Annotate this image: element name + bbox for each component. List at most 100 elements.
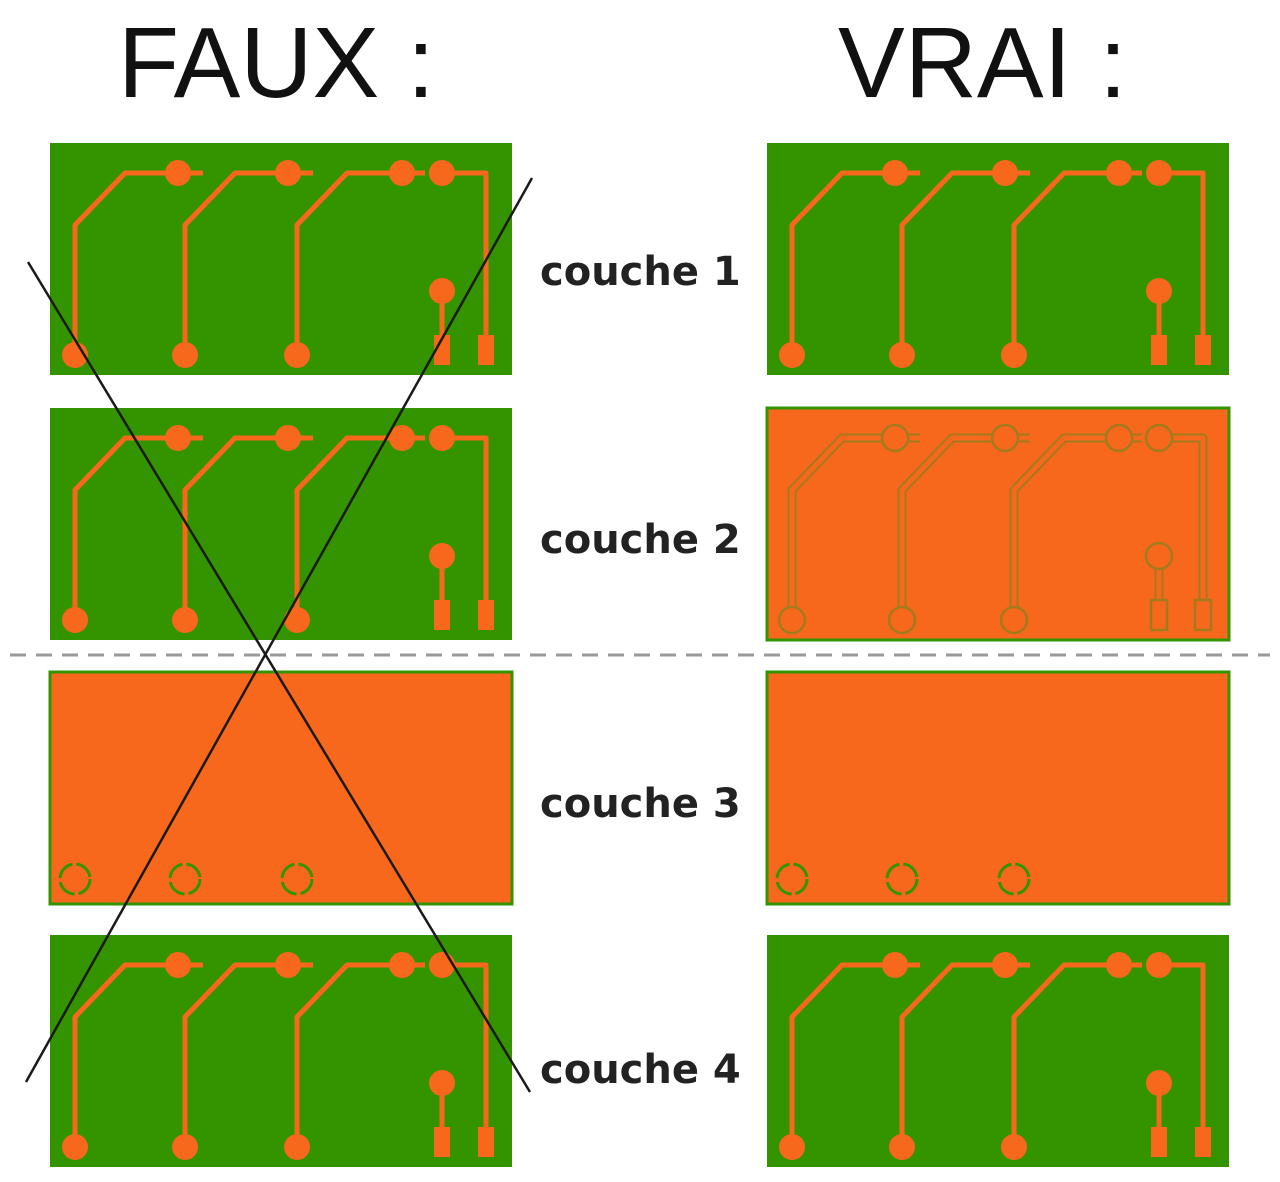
thermal-relief-clearance <box>58 862 92 896</box>
boards-group <box>48 143 1231 1167</box>
copper-trace <box>72 962 203 1145</box>
board-faux-layer-4 <box>50 935 512 1167</box>
copper-pad <box>165 952 191 978</box>
board-vrai-layer-1 <box>767 143 1229 375</box>
layer-label-2: couche 2 <box>540 517 741 563</box>
copper-pad <box>429 543 455 569</box>
copper-trace <box>789 962 920 1145</box>
copper-trace <box>1011 962 1142 1145</box>
copper-pad <box>992 952 1018 978</box>
copper-pad <box>779 1134 805 1160</box>
copper-pad <box>1146 160 1172 186</box>
board-background-copper <box>48 670 514 906</box>
thermal-relief-clearance <box>997 862 1031 896</box>
copper-trace <box>72 435 203 618</box>
trace-outline-fill <box>1011 435 1142 618</box>
copper-pad <box>1106 952 1132 978</box>
copper-pad <box>1146 1070 1172 1096</box>
copper-pad-rect <box>1151 1127 1167 1157</box>
copper-pad <box>1106 160 1132 186</box>
copper-pad <box>389 952 415 978</box>
copper-pad <box>172 1134 198 1160</box>
copper-pad <box>882 952 908 978</box>
layer-label-1: couche 1 <box>540 249 741 295</box>
copper-pad-rect <box>478 1127 494 1157</box>
board-vrai-layer-2 <box>765 406 1231 642</box>
copper-pad <box>275 425 301 451</box>
copper-pad-rect <box>478 600 494 630</box>
copper-pad <box>389 425 415 451</box>
copper-pad-rect <box>434 600 450 630</box>
copper-pad <box>882 160 908 186</box>
cross-out-mark <box>24 177 534 1093</box>
board-background-copper <box>765 670 1231 906</box>
copper-pad-rect <box>434 335 450 365</box>
copper-trace <box>182 962 313 1145</box>
copper-pad <box>1146 278 1172 304</box>
copper-trace <box>72 170 203 353</box>
pad-outline <box>990 423 1020 453</box>
copper-pad-rect <box>1195 1127 1211 1157</box>
copper-trace <box>899 962 1030 1145</box>
heading-faux: FAUX : <box>118 7 435 119</box>
copper-pad <box>389 160 415 186</box>
pad-outline <box>1104 423 1134 453</box>
copper-trace <box>442 962 489 1140</box>
board-faux-layer-2 <box>50 408 512 640</box>
copper-pad <box>429 278 455 304</box>
pad-outline-rect <box>1149 598 1169 632</box>
copper-pad <box>275 952 301 978</box>
copper-pad <box>429 160 455 186</box>
copper-pad <box>62 1134 88 1160</box>
copper-pad <box>429 952 455 978</box>
board-vrai-layer-4 <box>767 935 1229 1167</box>
copper-trace <box>294 170 425 353</box>
board-faux-layer-3 <box>48 670 514 906</box>
copper-pad <box>284 342 310 368</box>
copper-trace <box>1159 170 1206 348</box>
copper-trace <box>182 170 313 353</box>
layer-label-3: couche 3 <box>540 781 741 827</box>
copper-trace <box>789 170 920 353</box>
board-vrai-layer-3 <box>765 670 1231 906</box>
copper-pad <box>429 1070 455 1096</box>
copper-trace <box>182 435 313 618</box>
copper-pad <box>992 160 1018 186</box>
copper-pad <box>165 160 191 186</box>
copper-pad <box>1146 952 1172 978</box>
layer-label-4: couche 4 <box>540 1047 741 1093</box>
thermal-relief-clearance <box>168 862 202 896</box>
thermal-relief-clearance <box>280 862 314 896</box>
copper-trace <box>1011 170 1142 353</box>
copper-pad <box>165 425 191 451</box>
pad-outline <box>999 605 1029 635</box>
copper-pad <box>172 342 198 368</box>
copper-pad <box>1001 342 1027 368</box>
pad-outline <box>1144 541 1174 571</box>
cross-line-ascending <box>24 177 534 1083</box>
copper-pad <box>429 425 455 451</box>
thermal-relief-clearance <box>775 862 809 896</box>
copper-trace <box>899 170 1030 353</box>
copper-pad-rect <box>1151 335 1167 365</box>
copper-pad <box>284 1134 310 1160</box>
copper-trace <box>442 435 489 613</box>
copper-pad <box>284 607 310 633</box>
board-faux-layer-1 <box>50 143 512 375</box>
cross-line-descending <box>26 261 532 1093</box>
copper-trace <box>294 962 425 1145</box>
copper-pad-rect <box>1195 335 1211 365</box>
pad-outline <box>777 605 807 635</box>
copper-pad <box>62 607 88 633</box>
trace-outline-fill <box>1159 435 1206 613</box>
heading-vrai: VRAI : <box>838 7 1127 119</box>
copper-trace <box>442 170 489 348</box>
copper-pad <box>275 160 301 186</box>
thermal-relief-clearance <box>885 862 919 896</box>
copper-pad <box>172 607 198 633</box>
copper-trace <box>1159 962 1206 1140</box>
copper-pad <box>779 342 805 368</box>
copper-pad-rect <box>478 335 494 365</box>
pad-outline <box>887 605 917 635</box>
